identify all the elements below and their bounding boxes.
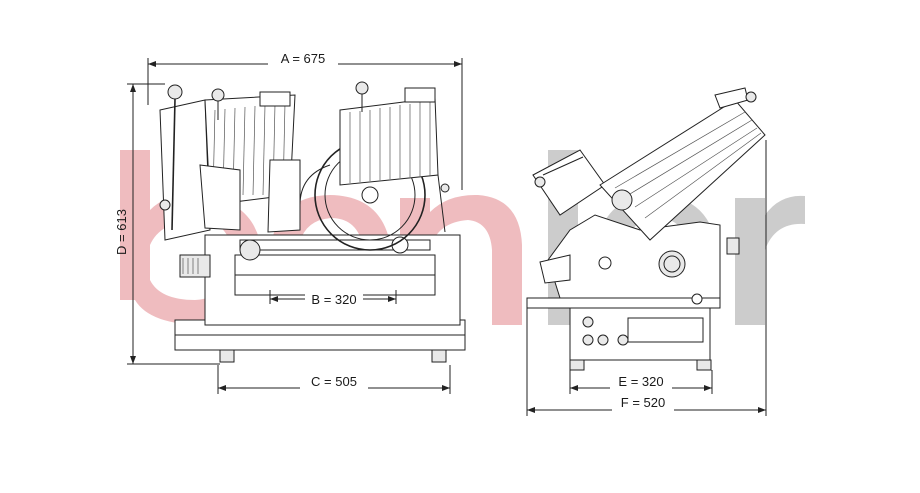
front-foot-left bbox=[219, 349, 235, 363]
front-carriage-left bbox=[159, 84, 301, 241]
dim-D-label: D = 613 bbox=[114, 209, 129, 255]
front-view-machine bbox=[159, 81, 466, 363]
watermark-letter-r bbox=[735, 195, 805, 325]
side-dimensions: E = 320 F = 520 bbox=[526, 140, 767, 416]
side-control-knob bbox=[658, 250, 686, 278]
front-foot-right bbox=[431, 349, 447, 363]
side-inclined-tray bbox=[599, 87, 766, 241]
front-dimensions: A = 675 D = 613 B = 320 C = 505 bbox=[114, 51, 463, 394]
dim-E-label: E = 320 bbox=[618, 374, 663, 389]
dim-C-label: C = 505 bbox=[311, 374, 357, 389]
side-foot-right bbox=[696, 359, 712, 371]
watermark-letter-n bbox=[400, 194, 522, 325]
front-knob bbox=[239, 239, 261, 261]
front-carriage-right bbox=[339, 81, 450, 233]
side-view-machine bbox=[526, 87, 766, 371]
side-switch-1 bbox=[582, 316, 594, 328]
dim-A-label: A = 675 bbox=[281, 51, 325, 66]
side-foot-left bbox=[569, 359, 585, 371]
side-body bbox=[547, 214, 721, 299]
dim-F-label: F = 520 bbox=[621, 395, 665, 410]
dim-B-label: B = 320 bbox=[311, 292, 356, 307]
